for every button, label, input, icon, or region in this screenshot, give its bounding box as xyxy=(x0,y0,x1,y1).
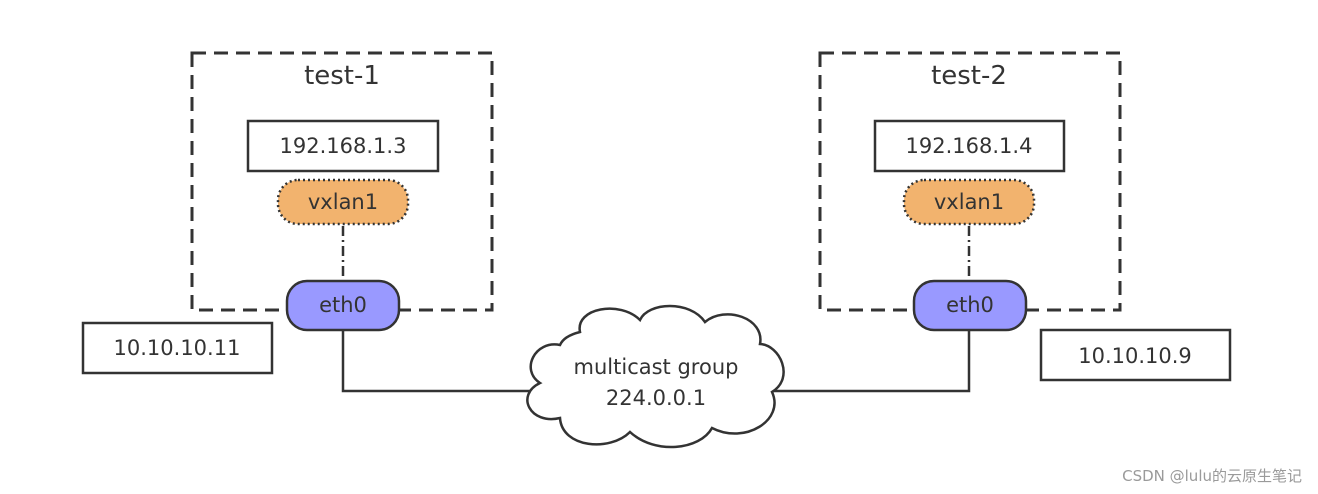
vxlan-interface xyxy=(276,178,410,226)
underlay-ip-label: 10.10.10.9 xyxy=(1078,344,1192,368)
underlay-ip-label: 10.10.10.11 xyxy=(114,336,241,360)
overlay-ip-label: 192.168.1.4 xyxy=(906,134,1033,158)
watermark: CSDN @lulu的云原生笔记 xyxy=(1122,467,1302,485)
underlay-ip-box xyxy=(81,321,274,375)
eth0-label: eth0 xyxy=(946,293,994,317)
vxlan-label: vxlan1 xyxy=(934,190,1004,214)
eth0-link-left xyxy=(341,330,540,393)
host-name: test-1 xyxy=(304,61,380,91)
host-name: test-2 xyxy=(931,61,1007,91)
overlay-ip-label: 192.168.1.3 xyxy=(280,134,407,158)
underlay-ip-box xyxy=(1039,328,1232,382)
host-test-2: test-2 192.168.1.4 vxlan1 eth0 10.10.10.… xyxy=(818,51,1232,382)
eth0-label: eth0 xyxy=(319,293,367,317)
overlay-ip-box xyxy=(873,119,1066,173)
overlay-ip-box xyxy=(246,119,440,173)
multicast-group-cloud: multicast group 224.0.0.1 xyxy=(526,304,785,449)
eth0-link-right xyxy=(770,330,971,393)
cloud-label-line1: multicast group xyxy=(574,355,739,379)
cloud-label-line2: 224.0.0.1 xyxy=(606,386,706,410)
cloud-shape xyxy=(526,304,785,449)
vxlan-label: vxlan1 xyxy=(308,190,378,214)
vxlan-interface xyxy=(902,178,1036,226)
host-test-1: test-1 192.168.1.3 vxlan1 eth0 10.10.10.… xyxy=(81,51,494,375)
